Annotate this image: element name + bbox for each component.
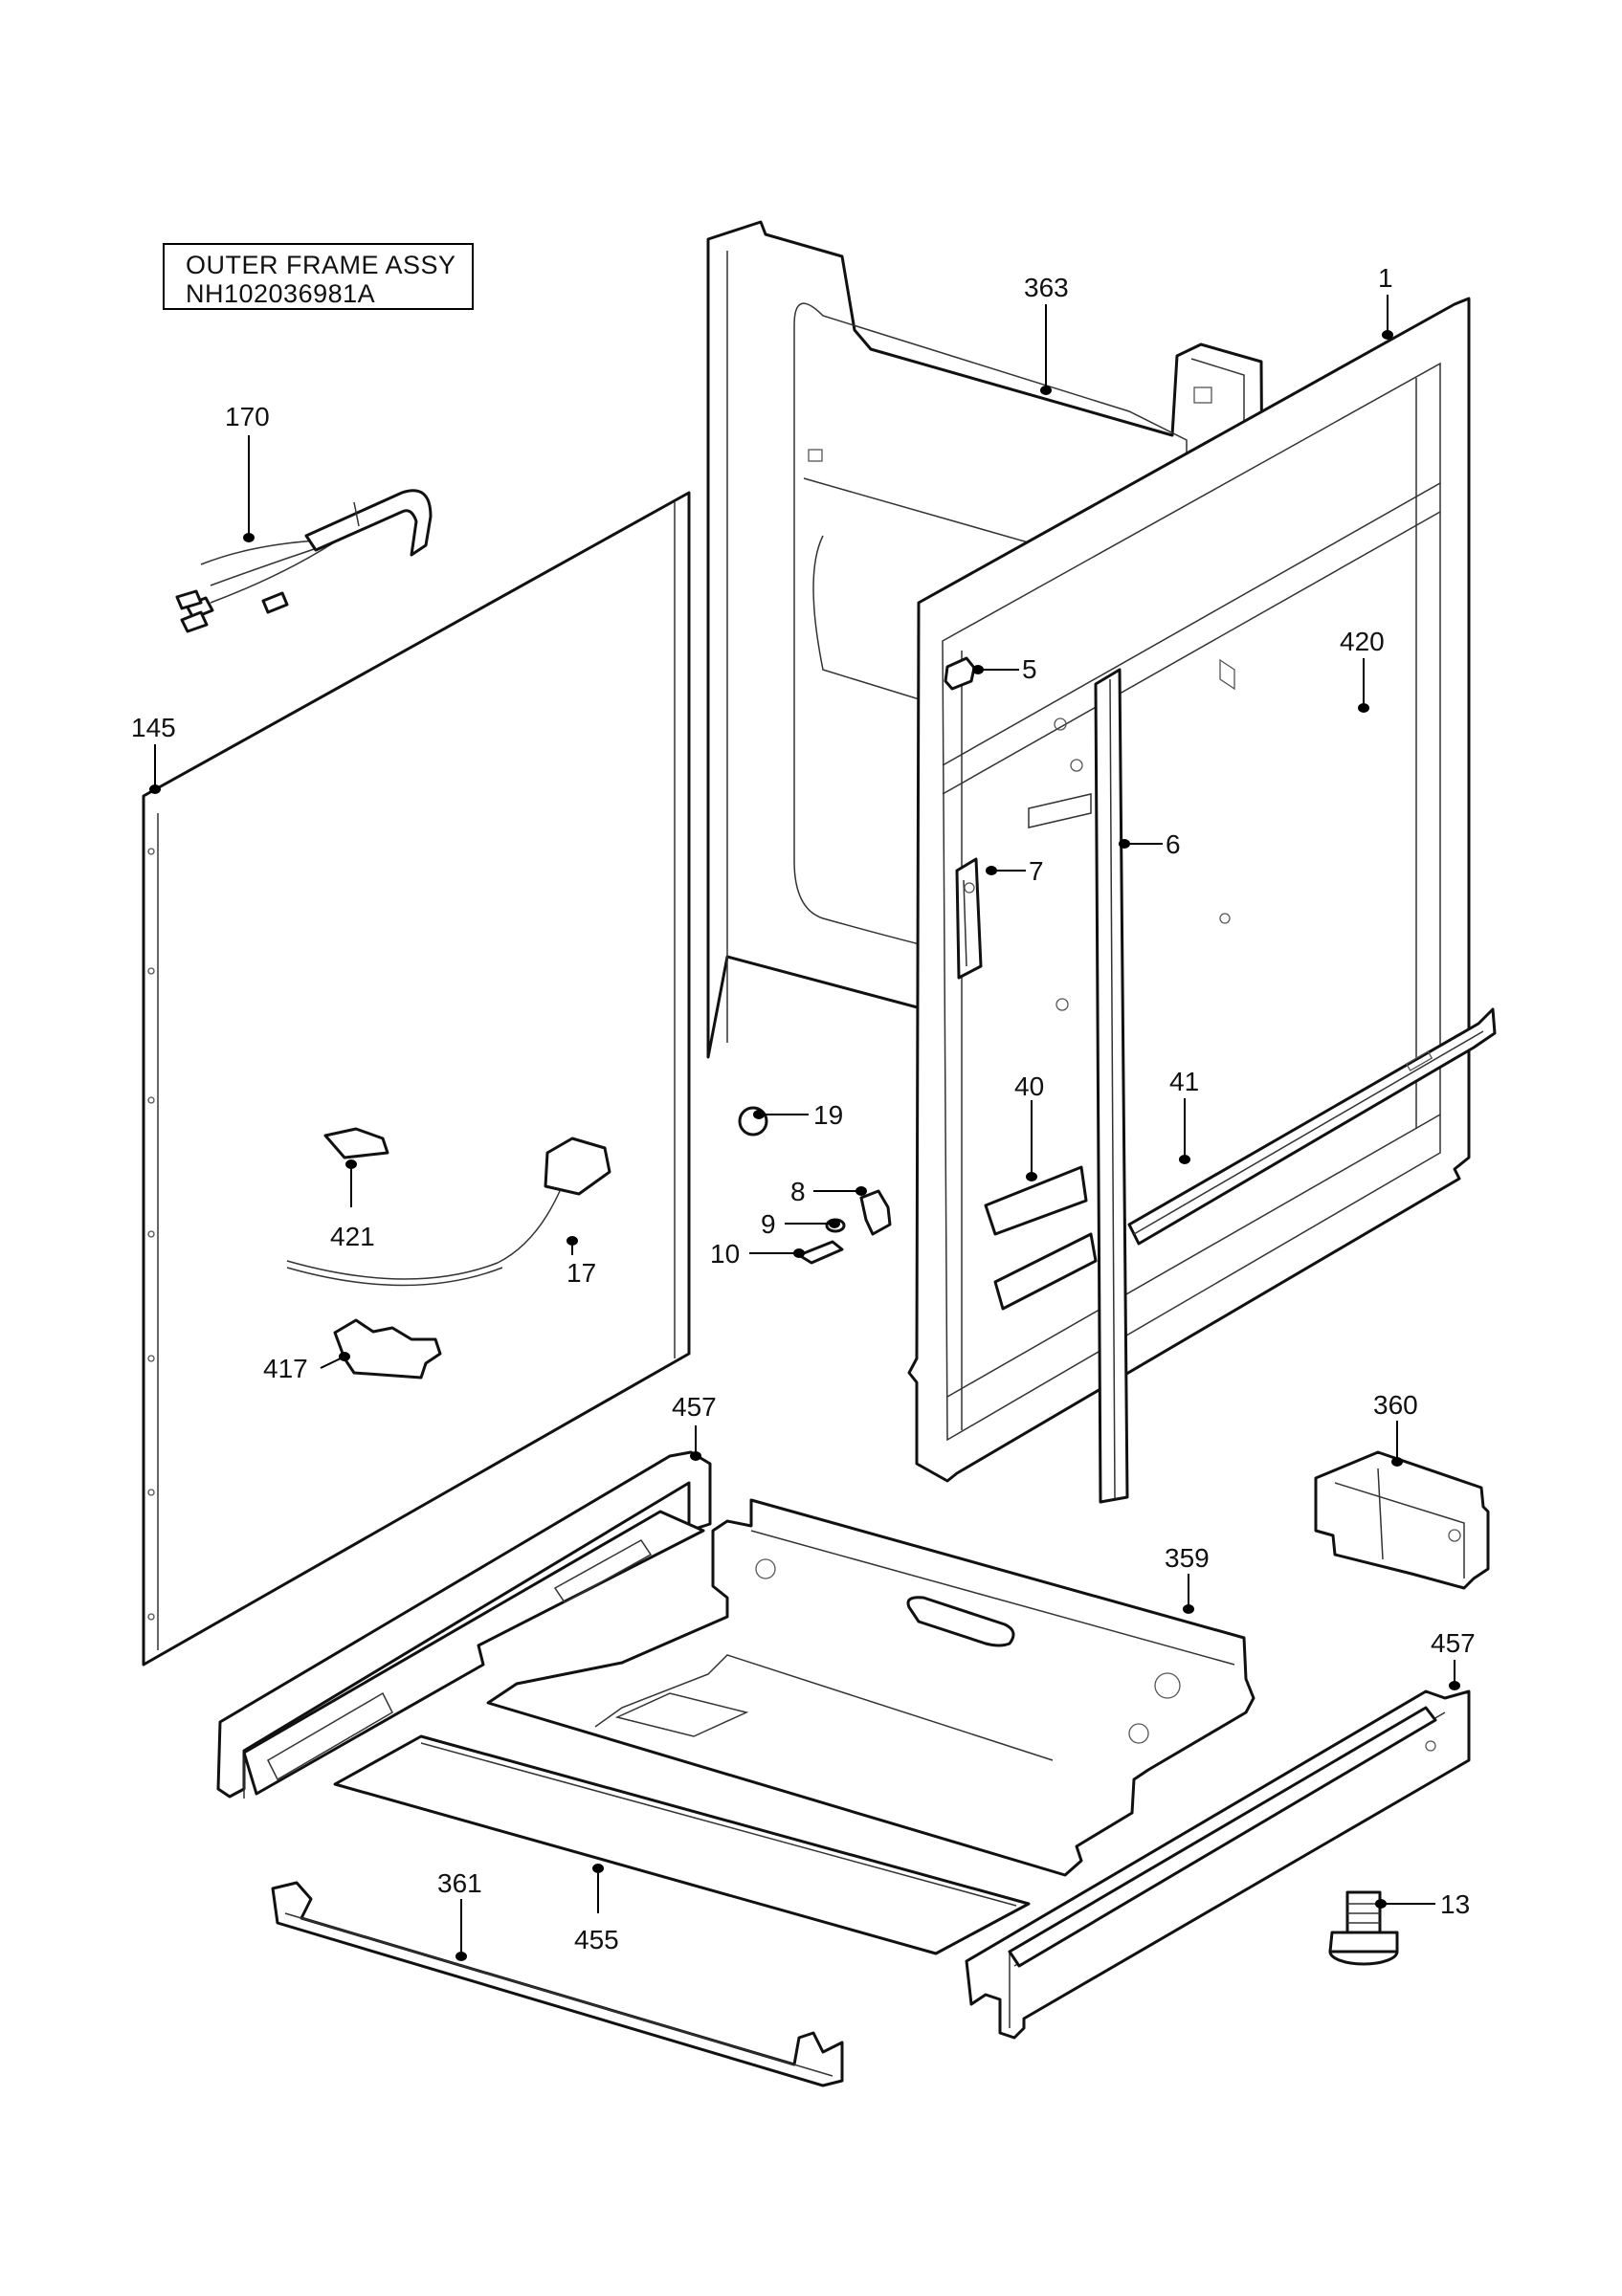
callout-label: 6 (1166, 829, 1181, 859)
callout-label: 361 (437, 1868, 482, 1898)
part-5-clip[interactable] (944, 656, 976, 691)
callout-41[interactable]: 41 (1169, 1067, 1199, 1164)
callout-label: 359 (1165, 1543, 1210, 1573)
callout-label: 360 (1373, 1390, 1418, 1420)
part-7-bracket[interactable] (955, 857, 983, 980)
callout-19[interactable]: 19 (753, 1100, 843, 1130)
callout-40[interactable]: 40 (1014, 1071, 1044, 1181)
part-457-right-base-rail[interactable] (965, 1689, 1471, 2040)
part-10-pin[interactable] (797, 1240, 844, 1265)
callout-label: 145 (131, 713, 176, 742)
callout-6[interactable]: 6 (1119, 829, 1181, 859)
callout-359[interactable]: 359 (1165, 1543, 1210, 1614)
callout-5[interactable]: 5 (972, 654, 1037, 684)
callout-13[interactable]: 13 (1375, 1889, 1470, 1919)
part-359-base-plate[interactable] (486, 1498, 1255, 1877)
callout-label: 170 (225, 402, 270, 431)
callout-label: 41 (1169, 1067, 1199, 1096)
callout-455[interactable]: 455 (574, 1864, 619, 1954)
callout-17[interactable]: 17 (567, 1236, 596, 1288)
part-13-leveling-foot[interactable] (1328, 1890, 1399, 1966)
part-8-clip-plate[interactable] (859, 1189, 892, 1236)
part-41-cross-rail[interactable] (1127, 1007, 1497, 1246)
part-457-left-base-rail[interactable] (216, 1450, 712, 1799)
callout-label: 40 (1014, 1071, 1044, 1101)
callout-170[interactable]: 170 (225, 402, 270, 542)
callout-9[interactable]: 9 (761, 1209, 840, 1239)
callout-label: 17 (567, 1258, 596, 1288)
callout-361[interactable]: 361 (437, 1868, 482, 1961)
callout-label: 7 (1029, 856, 1044, 886)
assembly-part-number: NH102036981A (186, 279, 376, 308)
part-421-block[interactable] (323, 1127, 389, 1159)
part-170-wiring-harness[interactable] (175, 489, 433, 633)
callout-420[interactable]: 420 (1340, 627, 1385, 713)
callout-1[interactable]: 1 (1378, 263, 1393, 340)
part-17-power-cord[interactable] (286, 1137, 611, 1287)
callout-label: 1 (1378, 263, 1393, 293)
callout-label: 13 (1440, 1889, 1470, 1919)
callout-8[interactable]: 8 (790, 1177, 867, 1206)
part-361-front-rail[interactable] (271, 1881, 844, 2087)
callout-363[interactable]: 363 (1024, 273, 1069, 395)
callout-label: 19 (813, 1100, 843, 1130)
part-417-terminal-block[interactable] (333, 1318, 442, 1380)
part-455-bottom-panel[interactable] (333, 1734, 1031, 1955)
callout-label: 417 (263, 1354, 308, 1383)
callout-label: 420 (1340, 627, 1385, 656)
callout-label: 5 (1022, 654, 1037, 684)
callout-label: 455 (574, 1925, 619, 1954)
callout-145[interactable]: 145 (131, 713, 176, 794)
part-6-vertical-strip[interactable] (1094, 668, 1129, 1504)
assembly-title-box: OUTER FRAME ASSY NH102036981A (163, 243, 474, 310)
callout-label: 363 (1024, 273, 1069, 302)
callout-label: 421 (330, 1222, 375, 1251)
callout-360[interactable]: 360 (1373, 1390, 1418, 1467)
callout-421[interactable]: 421 (330, 1159, 375, 1251)
callout-label: 10 (710, 1239, 740, 1269)
part-360-junction-box[interactable] (1314, 1450, 1490, 1590)
assembly-title: OUTER FRAME ASSY (186, 251, 456, 279)
callout-457-left[interactable]: 457 (672, 1392, 717, 1461)
callout-7[interactable]: 7 (986, 856, 1044, 886)
part-145-side-panel[interactable] (142, 491, 691, 1667)
callout-label: 457 (672, 1392, 717, 1422)
callout-label: 9 (761, 1209, 776, 1239)
callout-417[interactable]: 417 (263, 1352, 350, 1383)
callout-label: 8 (790, 1177, 806, 1206)
callout-457-right[interactable]: 457 (1431, 1628, 1476, 1690)
callout-10[interactable]: 10 (710, 1239, 805, 1269)
callout-label: 457 (1431, 1628, 1476, 1658)
part-40-mounting-brackets[interactable] (984, 1165, 1098, 1311)
